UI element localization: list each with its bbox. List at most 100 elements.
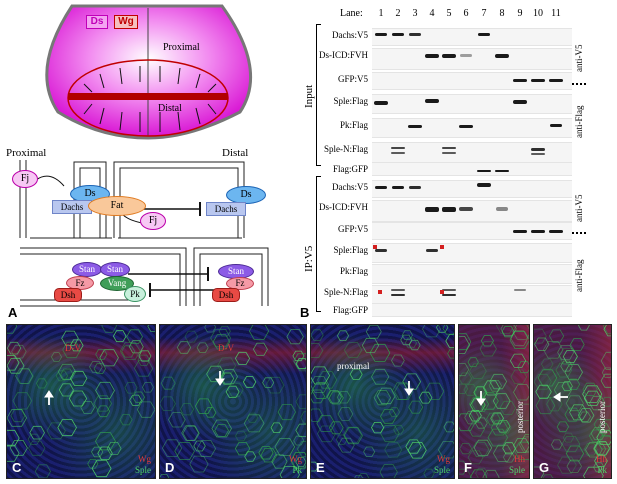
lane-number: 6 [463, 8, 469, 19]
cell-outline [423, 468, 435, 478]
panel-letter: F [464, 460, 472, 475]
cell-outline [555, 362, 573, 378]
cell-outline [597, 423, 611, 435]
cell-outline [317, 425, 336, 443]
cell-outline [459, 460, 468, 475]
channel-label-green: Sple [433, 465, 450, 475]
vang-oval: Vang [100, 276, 134, 291]
cell-outline [342, 426, 362, 444]
cell-outline [160, 474, 170, 478]
cell-outline [252, 342, 268, 356]
cell-outline [565, 445, 585, 462]
ds-legend-chip: Ds [86, 15, 108, 29]
cell-outline [126, 329, 143, 344]
cell-outline [97, 446, 113, 461]
cell-outline [28, 440, 46, 456]
cell-outline [316, 415, 336, 432]
cell-outline [337, 407, 354, 421]
red-asterisk-marker [440, 290, 444, 294]
cell-outline [384, 442, 403, 458]
cell-outline [7, 444, 20, 462]
blot-row-label: Pk:Flag [339, 120, 368, 130]
cell-outline [534, 466, 545, 478]
channel-label-green: Sple [508, 465, 525, 475]
cell-outline [133, 360, 154, 377]
cell-outline [480, 335, 494, 347]
cell-outline [328, 391, 344, 405]
cell-outline [583, 443, 598, 456]
cell-outline [548, 329, 565, 343]
cell-outline [160, 396, 176, 411]
cell-outline [603, 325, 611, 337]
cell-outline [593, 443, 607, 455]
cell-outline [373, 390, 392, 406]
cell-outline [211, 419, 232, 438]
cell-outline [379, 464, 398, 478]
cell-outline [60, 368, 74, 381]
cell-outline [343, 427, 363, 445]
lane-number: 3 [412, 8, 418, 19]
anti-v5-ip-label: anti-V5 [574, 194, 584, 223]
cell-outline [488, 380, 502, 392]
blot-strip [372, 200, 572, 222]
cell-outline [317, 371, 338, 389]
cell-outline [193, 440, 206, 452]
cell-outline [293, 353, 306, 369]
blot-band [495, 54, 509, 58]
cell-outline [534, 328, 547, 344]
cell-outline [9, 440, 28, 456]
lane-number: 10 [533, 8, 543, 19]
panel-top-label: D-V [65, 343, 81, 353]
stan-right-oval: Stan [100, 262, 130, 277]
input-bracket [316, 24, 321, 166]
cell-outline [234, 442, 251, 456]
cell-outline [29, 425, 45, 440]
cell-outline [160, 376, 176, 390]
cell-outline [482, 380, 501, 396]
blot-band [392, 33, 404, 36]
blot-row-label: Pk:Flag [339, 266, 368, 276]
lane-number: 1 [378, 8, 384, 19]
cell-outline [93, 363, 107, 374]
cell-outline [58, 383, 74, 397]
blot-band [375, 33, 387, 36]
disc-proximal-label: Proximal [163, 42, 200, 53]
cell-outline [7, 341, 22, 355]
blot-band [513, 100, 527, 104]
cell-outline [99, 349, 119, 367]
cell-outline [286, 329, 304, 345]
cell-outline [543, 340, 564, 359]
cell-outline [566, 378, 581, 390]
cell-outline [189, 455, 209, 473]
cell-outline [556, 421, 570, 433]
cell-outline [566, 459, 582, 473]
cell-outline [7, 325, 18, 334]
cell-outline-overlay [459, 325, 529, 478]
cell-outline [89, 361, 103, 373]
cell-outline [593, 418, 607, 430]
diagram2-cells [20, 247, 269, 307]
cell-outline [16, 368, 34, 384]
cell-outline [459, 468, 473, 478]
cell-outline [565, 395, 584, 412]
cell-outline [184, 330, 199, 343]
polarity-arrow-icon [215, 371, 225, 386]
cell-outline [393, 424, 405, 435]
cell-outline [311, 343, 324, 358]
blot-band [477, 183, 491, 187]
cell-outline [499, 400, 516, 415]
cell-outline [471, 441, 490, 458]
cell-outline [512, 325, 529, 340]
cell-outline [496, 420, 511, 433]
cell-outline [459, 383, 469, 394]
cell-outline [491, 412, 504, 424]
cell-outline [492, 444, 513, 462]
blot-band [513, 79, 527, 82]
cell-outline [473, 386, 488, 399]
blot-band [514, 289, 526, 291]
cell-outline [445, 334, 454, 348]
cell-outline [244, 451, 257, 462]
anti-flag-ip-label: anti-Flag [574, 259, 584, 293]
cell-outline [57, 419, 77, 437]
polarity-arrow-icon [404, 381, 414, 396]
